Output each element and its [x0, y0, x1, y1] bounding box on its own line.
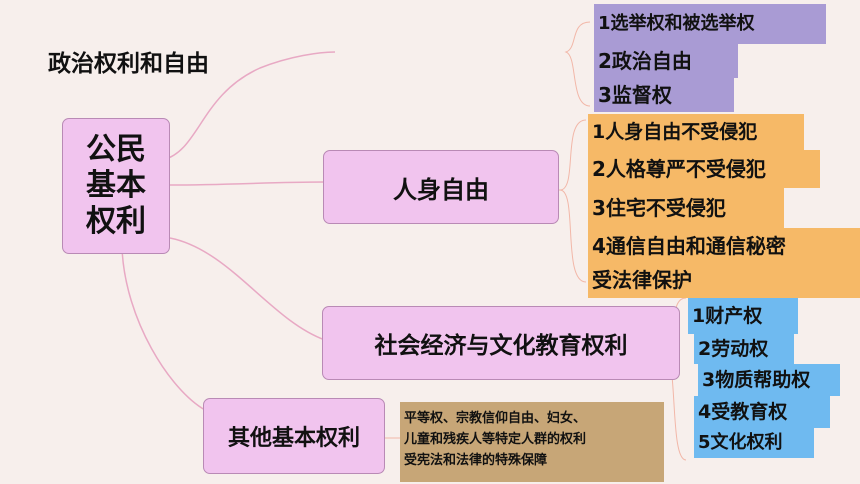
social-item: 3物质帮助权 [698, 364, 840, 396]
root-line: 基本 [86, 168, 146, 203]
other-rights-note: 平等权、宗教信仰自由、妇女、 儿童和残疾人等特定人群的权利 受宪法和法律的特殊保… [400, 402, 664, 482]
personal-item: 3住宅不受侵犯 [588, 188, 784, 228]
social-item: 2劳动权 [694, 334, 794, 364]
political-item: 3监督权 [594, 78, 734, 112]
root-line: 权利 [86, 204, 146, 239]
other-rights-node: 其他基本权利 [203, 398, 385, 474]
note-line: 受宪法和法律的特殊保障 [404, 453, 548, 468]
root-node: 公民 基本 权利 [62, 118, 170, 254]
page-title: 政治权利和自由 [48, 51, 209, 77]
political-item: 1选举权和被选举权 [594, 4, 826, 44]
personal-item: 受法律保护 [588, 262, 860, 298]
personal-freedom-node: 人身自由 [323, 150, 559, 224]
political-item: 2政治自由 [594, 44, 738, 78]
personal-item: 1人身自由不受侵犯 [588, 114, 804, 150]
social-rights-node: 社会经济与文化教育权利 [322, 306, 680, 380]
root-line: 公民 [86, 132, 146, 167]
note-line: 儿童和残疾人等特定人群的权利 [404, 432, 587, 447]
social-item: 4受教育权 [694, 396, 830, 428]
note-line: 平等权、宗教信仰自由、妇女、 [404, 411, 587, 426]
social-item: 5文化权利 [694, 428, 814, 458]
personal-item: 2人格尊严不受侵犯 [588, 150, 820, 188]
social-item: 1财产权 [688, 298, 798, 334]
personal-item: 4通信自由和通信秘密 [588, 228, 860, 264]
